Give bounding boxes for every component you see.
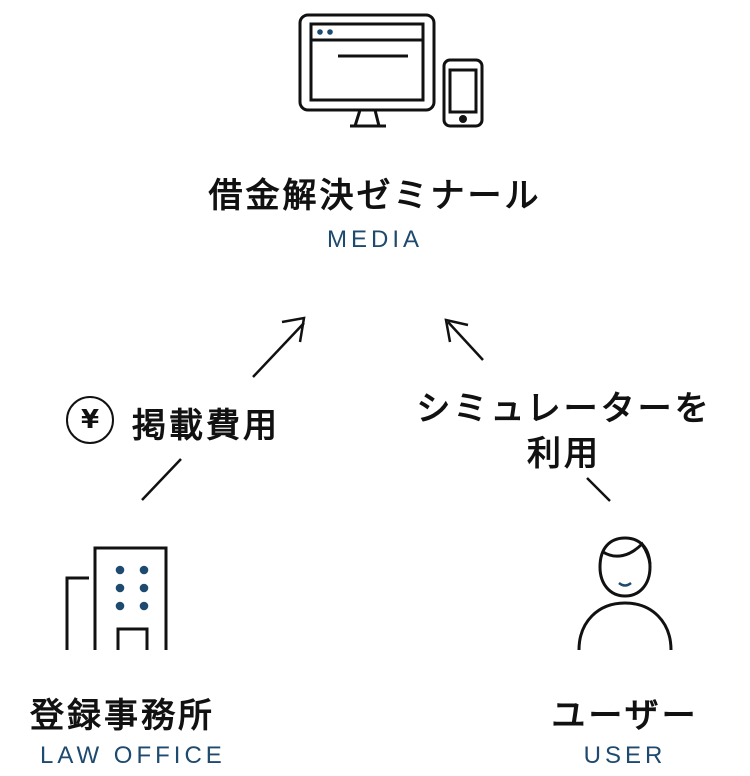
- simulator-label-line1: シミュレーターを: [416, 389, 712, 429]
- law-office-title: 登録事務所: [30, 696, 215, 736]
- arrow-law-office-to-media: [141, 316, 306, 501]
- person-icon: [577, 536, 673, 651]
- fee-label: 掲載費用: [132, 406, 280, 446]
- simulator-label-line2: 利用: [527, 434, 601, 474]
- devices-icon: [298, 13, 484, 128]
- law-office-subtitle: LAW OFFICE: [40, 742, 226, 769]
- browser-dots: [317, 29, 333, 35]
- media-subtitle: MEDIA: [326, 226, 423, 253]
- user-title: ユーザー: [551, 696, 699, 736]
- arrow-user-to-media: [444, 318, 611, 502]
- user-subtitle: USER: [583, 742, 667, 769]
- smile-mark: [618, 581, 632, 587]
- building-icon: [65, 546, 168, 650]
- building-windows: [115, 565, 149, 611]
- yen-icon: ¥: [66, 396, 114, 444]
- media-title: 借金解決ゼミナール: [208, 176, 542, 216]
